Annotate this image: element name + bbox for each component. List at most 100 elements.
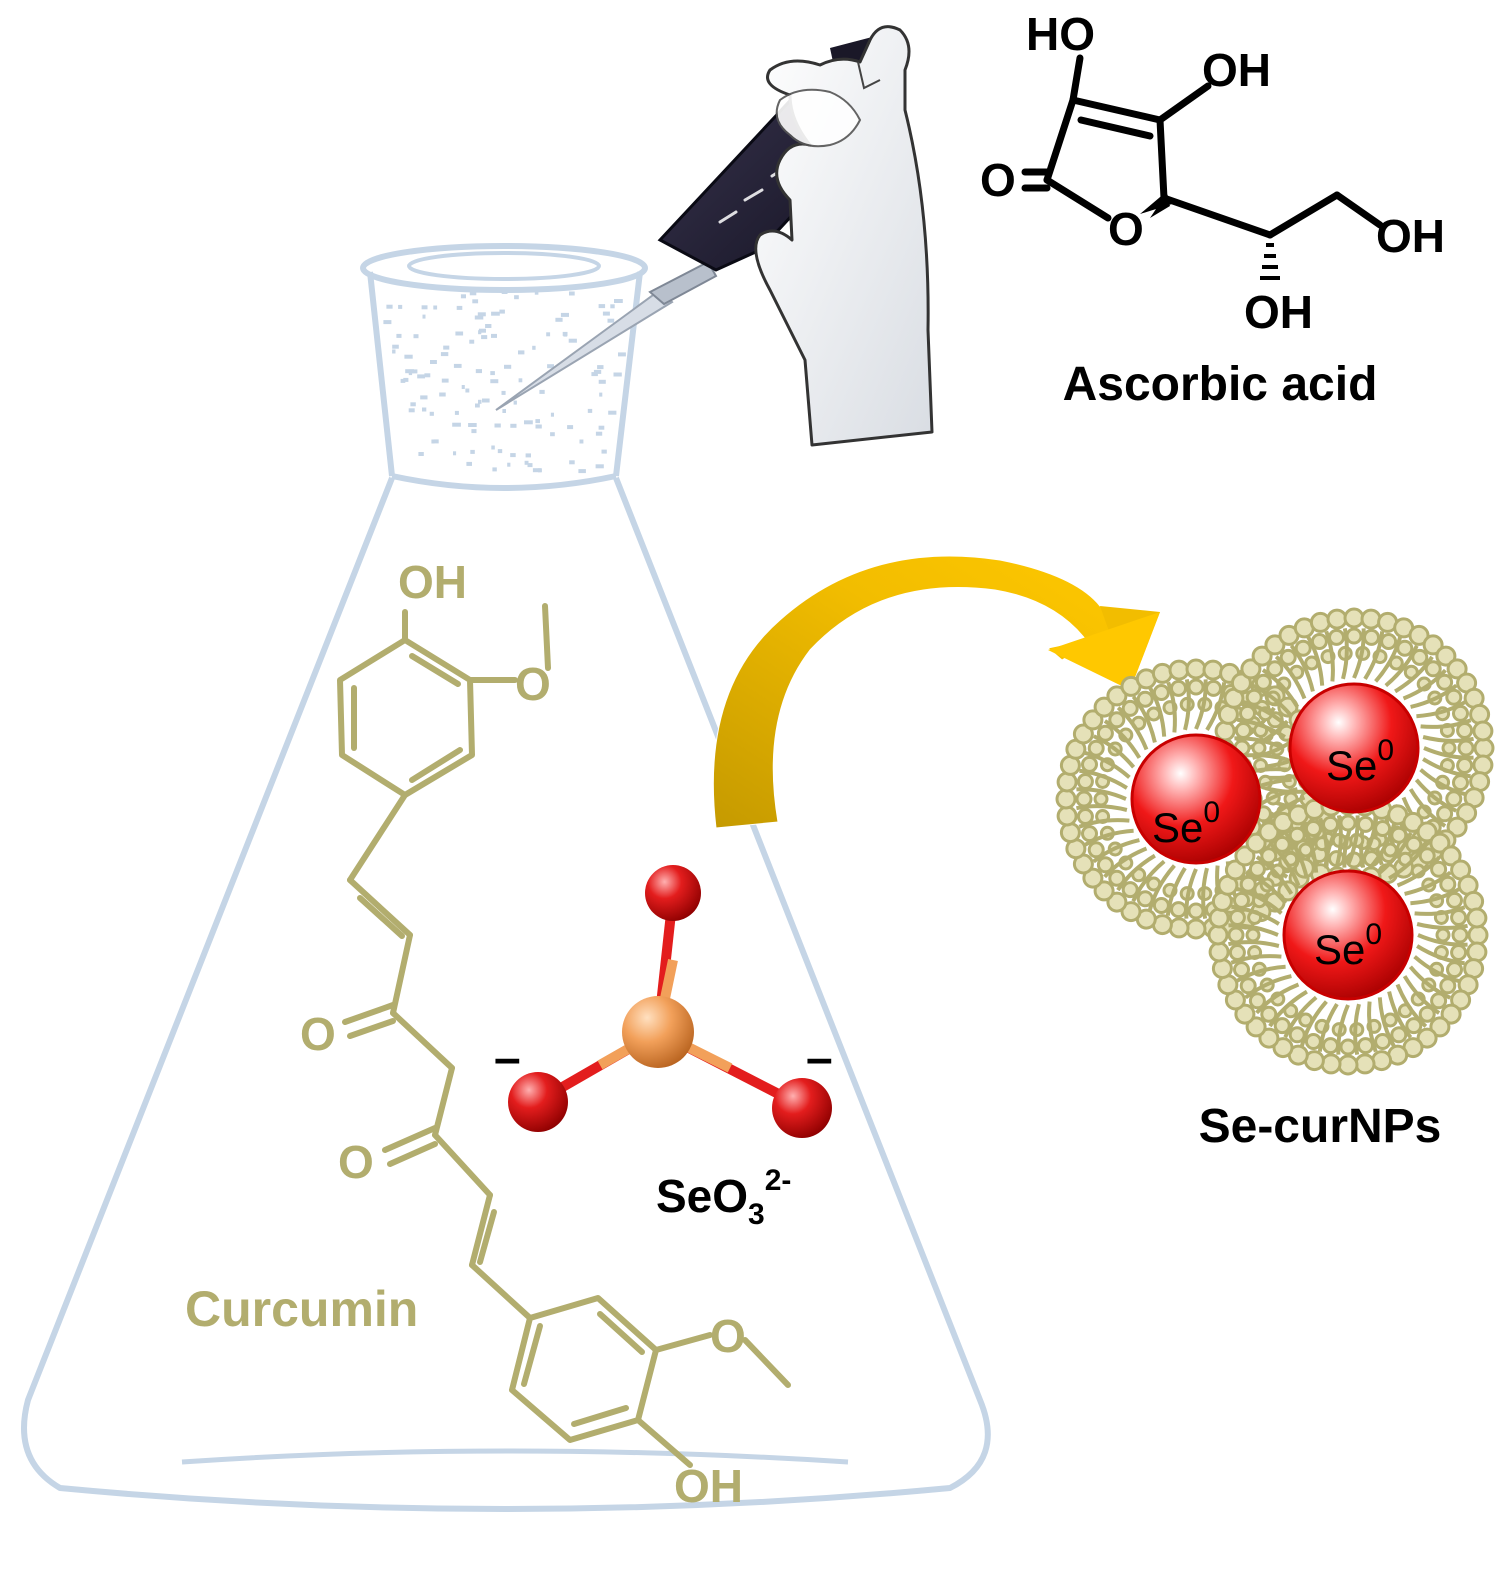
selenite-superscript: 2-	[765, 1164, 792, 1197]
shell-tail	[1236, 886, 1283, 915]
shell-bead	[1093, 791, 1109, 807]
shell-bead	[1245, 832, 1267, 854]
shell-bead	[1056, 771, 1078, 793]
shell-tail	[1165, 867, 1187, 916]
shell-bead	[1093, 696, 1115, 718]
bubble	[431, 439, 435, 444]
shell-bead	[1457, 739, 1475, 757]
shell-tail	[1184, 868, 1198, 919]
shell-tail	[1368, 823, 1397, 870]
bubble	[513, 400, 517, 405]
bubble	[510, 453, 516, 458]
bubble	[591, 372, 598, 377]
shell-bead	[1082, 867, 1104, 889]
shell-bead	[1326, 608, 1348, 630]
shell-tail	[1363, 631, 1385, 680]
bubble	[502, 409, 506, 413]
bubble	[614, 299, 623, 303]
bubble	[524, 460, 529, 465]
shell-bead	[1258, 821, 1280, 843]
bubble	[562, 331, 568, 336]
shell-tail	[1092, 734, 1136, 769]
bubble	[461, 385, 465, 389]
shell-tail	[1408, 965, 1452, 1000]
shell-tail	[1299, 1000, 1328, 1047]
se-particle-2-label: Se0	[1326, 734, 1394, 789]
shell-bead	[1418, 847, 1436, 865]
shell-tail	[1244, 870, 1288, 905]
shell-tail	[1402, 668, 1447, 701]
shell-tail	[1318, 817, 1329, 869]
flask-rim-inner	[407, 251, 601, 281]
bubble	[478, 328, 486, 333]
shell-bead	[1245, 927, 1261, 943]
shell-bead	[1467, 924, 1489, 946]
shell-tail	[1227, 940, 1280, 948]
shell-bead	[1168, 917, 1190, 939]
flask-shoulder	[391, 473, 617, 491]
bubble	[433, 439, 439, 444]
bubble	[469, 339, 475, 344]
bubble	[532, 468, 541, 473]
bubble	[601, 449, 607, 454]
shell-bead	[1136, 690, 1154, 708]
bubble	[578, 469, 586, 474]
shell-bead	[1371, 1050, 1393, 1072]
shell-bead	[1152, 897, 1170, 914]
bubble	[392, 344, 399, 349]
shell-tail	[1103, 846, 1148, 879]
shell-tail	[1317, 1003, 1339, 1052]
shell-tail	[1230, 954, 1282, 965]
shell-tail	[1234, 736, 1285, 750]
shell-bead	[1429, 1016, 1451, 1038]
bubble	[597, 365, 604, 370]
bubble	[481, 335, 488, 340]
bubble	[535, 424, 542, 429]
shell-tail	[1079, 768, 1128, 790]
bubble	[569, 460, 575, 465]
bubble	[383, 320, 392, 325]
bubble	[550, 432, 555, 437]
shell-tail	[1335, 814, 1343, 867]
shell-tail	[1396, 855, 1441, 888]
bubble	[440, 352, 449, 357]
shell-bead	[1440, 845, 1462, 867]
shell-tail	[1408, 788, 1447, 828]
bubble	[474, 315, 484, 320]
shell-tail	[1255, 982, 1300, 1015]
bubble	[490, 371, 495, 376]
bubble	[568, 338, 577, 343]
shell-bead	[1260, 1005, 1278, 1023]
shell-bead	[1374, 820, 1392, 837]
shell-tail	[1084, 828, 1134, 847]
shell-bead	[1273, 835, 1291, 853]
bubble	[403, 377, 409, 382]
se-particle-1-label: Se0	[1152, 796, 1220, 851]
shell-bead	[1450, 944, 1468, 961]
shell-tail	[1395, 983, 1428, 1028]
bubble	[535, 419, 540, 424]
shell-bead	[1108, 869, 1126, 887]
shell-tail	[1194, 679, 1208, 730]
shell-tail	[1268, 989, 1308, 1028]
bubble	[465, 388, 470, 393]
bubble	[396, 333, 402, 338]
shell-tail	[1092, 838, 1140, 864]
shell-bead	[1187, 678, 1205, 696]
conical-flask-icon	[21, 243, 991, 1512]
ascorbic-label-oh-right: OH	[1376, 210, 1445, 262]
shell-bead	[1185, 658, 1207, 680]
bubble	[471, 429, 477, 434]
shell-bead	[1266, 660, 1284, 678]
curcumin-label-o-methoxy-top: O	[515, 658, 551, 710]
bubble	[595, 431, 603, 436]
shell-tail	[1242, 699, 1289, 728]
ascorbic-label-ho-top: HO	[1026, 8, 1095, 60]
bubble	[579, 439, 584, 444]
shell-tail	[1394, 655, 1434, 694]
bubble	[398, 304, 403, 309]
shell-bead	[1456, 802, 1478, 824]
shell-bead	[1214, 720, 1236, 742]
curcumin-label-oh-top: OH	[398, 556, 467, 608]
shell-bead	[1452, 774, 1469, 792]
